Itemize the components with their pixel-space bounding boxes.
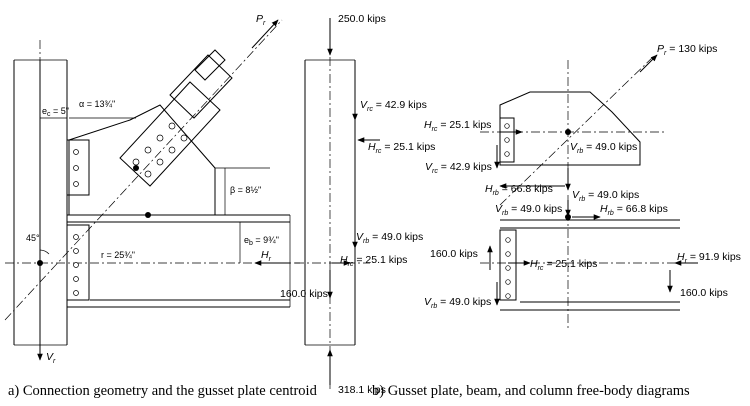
column-vrc: Vrc = 42.9 kips bbox=[360, 99, 427, 113]
hr-label-a: Hr bbox=[261, 249, 272, 263]
column-hrc-top: Hrc = 25.1 kips bbox=[368, 141, 435, 155]
column-clip-a bbox=[66, 139, 90, 196]
panel-column-fbd: 250.0 kips 318.1 kips Vrc = 42.9 kips Hr… bbox=[280, 13, 435, 396]
ec-label: ec = 5" bbox=[42, 106, 69, 118]
beam-hrb: Hrb = 66.8 kips bbox=[600, 203, 668, 217]
beam-right-load: 160.0 kips bbox=[680, 287, 728, 299]
gusset-pr: Pr = 130 kips bbox=[657, 43, 717, 57]
beam-hr: Hr = 91.9 kips bbox=[677, 251, 741, 265]
column-top-load: 250.0 kips bbox=[338, 13, 386, 25]
column-vrb: Vrb = 49.0 kips bbox=[356, 231, 423, 245]
eb-label: eb = 9¾" bbox=[244, 235, 279, 247]
beam-clip-a bbox=[66, 224, 90, 301]
column-left-load: 160.0 kips bbox=[280, 288, 328, 300]
column-hrc-bottom: Hrc = 25.1 kips bbox=[340, 254, 407, 268]
beam-a bbox=[5, 214, 300, 308]
caption-b: b) Gusset plate, beam, and column free-b… bbox=[372, 383, 690, 399]
beam-hrc: Hrc = 25.1 kips bbox=[530, 258, 597, 272]
gusset-centroid-a bbox=[145, 212, 151, 218]
gusset-vrc: Vrc = 42.9 kips bbox=[425, 161, 492, 175]
brace-a bbox=[4, 19, 283, 321]
gusset-vrb: Vrb = 49.0 kips bbox=[570, 141, 637, 155]
beam-vrb-top2: Vrb = 49.0 kips bbox=[495, 203, 562, 217]
beam-left-load: 160.0 kips bbox=[430, 248, 478, 260]
working-point-a bbox=[37, 260, 43, 266]
angle-label: 45° bbox=[26, 233, 40, 243]
gusset-hrb: Hrb = 66.8 kips bbox=[485, 183, 553, 197]
brace-bolts-a bbox=[132, 122, 188, 178]
beam-vrb-bottom: Vrb = 49.0 kips bbox=[424, 296, 491, 310]
column-a bbox=[13, 40, 68, 360]
gusset-plate-a bbox=[68, 104, 216, 216]
panel-beam-fbd: Vrb = 49.0 kips Vrb = 49.0 kips Hrb = 66… bbox=[424, 189, 741, 330]
caption-a: a) Connection geometry and the gusset pl… bbox=[8, 383, 318, 399]
r-label: r = 25¾" bbox=[101, 250, 135, 260]
pr-label-a: Pr bbox=[256, 13, 266, 27]
gusset-hrc: Hrc = 25.1 kips bbox=[424, 119, 491, 133]
alpha-label: α = 13¾" bbox=[79, 99, 115, 109]
beam-vrb-top: Vrb = 49.0 kips bbox=[572, 189, 639, 203]
beta-label: β = 8½" bbox=[230, 185, 261, 195]
column-bottom-load: 318.1 kips bbox=[338, 384, 386, 396]
vr-label-a: Vr bbox=[46, 351, 56, 365]
panel-gusset-fbd: Pr = 130 kips Hrc = 25.1 kips Vrc = 42.9… bbox=[424, 43, 717, 206]
brace-point-a bbox=[133, 165, 139, 171]
panel-a: Pr Vr Hr ec = 5" α = 13¾" β = 8½" eb = 9… bbox=[4, 13, 300, 365]
